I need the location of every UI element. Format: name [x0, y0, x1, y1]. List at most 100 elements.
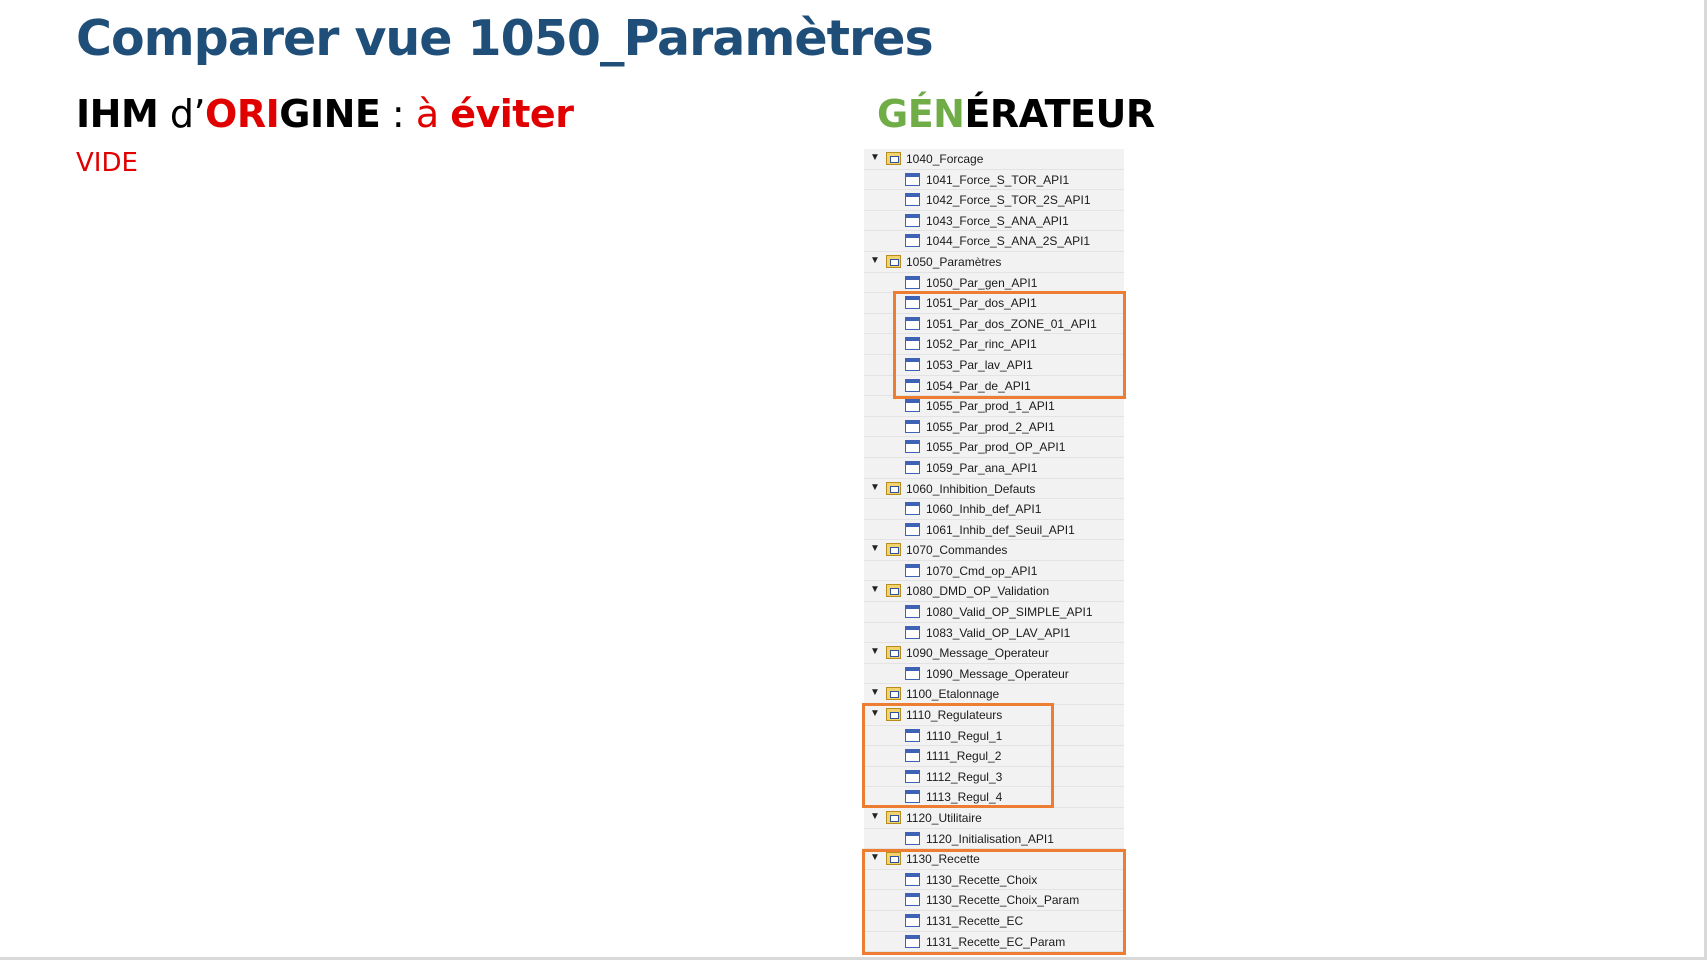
tree-item[interactable]: 1042_Force_S_TOR_2S_API1 — [864, 190, 1124, 211]
tree-item-label: 1059_Par_ana_API1 — [926, 460, 1038, 475]
tree-item-label: 1080_DMD_OP_Validation — [906, 584, 1050, 599]
tree-item[interactable]: 1130_Recette_Choix_Param — [864, 890, 1124, 911]
tree-item[interactable]: 1131_Recette_EC — [864, 911, 1124, 932]
tree-item-label: 1040_Forcage — [906, 152, 984, 166]
tree-item-label: 1130_Recette — [906, 852, 980, 867]
screen-icon — [905, 316, 920, 330]
tree-item-label: 1120_Initialisation_API1 — [926, 831, 1054, 846]
screen-icon — [905, 563, 920, 577]
left-heading-part-eviter: éviter — [450, 92, 574, 136]
left-heading-part-colon: : — [380, 92, 416, 136]
highlight-box-regulateurs — [862, 703, 1054, 808]
tree-item[interactable]: 1054_Par_de_API1 — [864, 376, 1124, 397]
screen-icon — [905, 172, 920, 186]
tree-folder[interactable]: ▼ 1060_Inhibition_Defauts — [864, 479, 1124, 500]
expand-arrow-icon[interactable]: ▼ — [870, 687, 880, 699]
tree-folder[interactable]: ▼1120_Utilitaire — [864, 808, 1124, 829]
screen-icon — [905, 440, 920, 454]
tree-item[interactable]: 1060_Inhib_def_API1 — [864, 499, 1124, 520]
tree-item-label: 1051_Par_dos_API1 — [926, 296, 1037, 311]
right-heading: GÉNÉRATEUR — [877, 92, 1155, 136]
tree-item[interactable]: 1043_Force_S_ANA_API1 — [864, 211, 1124, 232]
tree-item[interactable]: 1052_Par_rinc_API1 — [864, 334, 1124, 355]
tree-item-label: 1090_Message_Operateur — [926, 666, 1069, 681]
tree-item-label: 1100_Etalonnage — [906, 687, 1000, 702]
screen-icon — [905, 893, 920, 907]
tree-item-label: 1111_Regul_2 — [926, 749, 1002, 764]
expand-arrow-icon[interactable]: ▼ — [870, 708, 880, 720]
tree-item-label: 1060_Inhibition_Defauts — [906, 481, 1036, 496]
highlight-box-recette — [862, 849, 1126, 955]
tree-item-label: 1112_Regul_3 — [926, 769, 1003, 784]
left-heading-part-a: à — [415, 92, 451, 136]
screen-tree: ▼ 1040_Forcage 1041_Force_S_TOR_API1 1042_F… — [864, 149, 1124, 953]
tree-item[interactable]: 1111_Regul_2 — [864, 746, 1124, 767]
tree-folder[interactable]: ▼ 1130_Recette — [864, 849, 1124, 870]
expand-arrow-icon[interactable]: ▼ — [870, 852, 880, 864]
tree-item[interactable]: 1080_Valid_OP_SIMPLE_API1 — [864, 602, 1124, 623]
expand-arrow-icon[interactable]: ▼ — [870, 646, 880, 658]
tree-folder[interactable]: ▼1070_Commandes — [864, 540, 1124, 561]
screen-icon — [905, 749, 920, 763]
screen-icon — [905, 666, 920, 680]
tree-item-label: 1043_Force_S_ANA_API1 — [926, 213, 1069, 228]
tree-item-label: 1130_Recette_Choix_Param — [926, 893, 1080, 908]
tree-item[interactable]: 1044_Force_S_ANA_2S_API1 — [864, 231, 1124, 252]
slide-bottom-border — [0, 957, 1707, 960]
tree-item[interactable]: 1070_Cmd_op_API1 — [864, 561, 1124, 582]
tree-folder[interactable]: ▼ 1050_Paramètres — [864, 252, 1124, 273]
right-heading-part-erateur: ÉRATEUR — [964, 92, 1155, 136]
tree-item-label: 1130_Recette_Choix — [926, 872, 1038, 887]
tree-item[interactable]: 1083_Valid_OP_LAV_API1 — [864, 623, 1124, 644]
expand-arrow-icon[interactable]: ▼ — [870, 811, 880, 822]
expand-arrow-icon[interactable]: ▼ — [870, 584, 880, 596]
expand-arrow-icon[interactable]: ▼ — [870, 543, 880, 555]
screen-icon — [905, 337, 920, 351]
screen-icon — [905, 234, 920, 248]
tree-item[interactable]: 1061_Inhib_def_Seuil_API1 — [864, 520, 1124, 541]
screen-icon — [905, 790, 920, 804]
tree-item-label: 1110_Regul_1 — [926, 728, 1003, 743]
tree-item[interactable]: 1110_Regul_1 — [864, 726, 1124, 747]
tree-item-label: 1042_Force_S_TOR_2S_API1 — [926, 193, 1091, 208]
screen-icon — [905, 275, 920, 289]
tree-item[interactable]: 1059_Par_ana_API1 — [864, 458, 1124, 479]
tree-item-label: 1070_Cmd_op_API1 — [926, 563, 1038, 578]
tree-item[interactable]: 1131_Recette_EC_Param — [864, 932, 1124, 953]
tree-item[interactable]: 1055_Par_prod_1_API1 — [864, 396, 1124, 417]
screen-icon — [905, 913, 920, 927]
tree-item[interactable]: 1055_Par_prod_OP_API1 — [864, 437, 1124, 458]
folder-icon — [886, 481, 901, 495]
tree-item[interactable]: 1120_Initialisation_API1 — [864, 829, 1124, 850]
tree-folder[interactable]: ▼ 1100_Etalonnage — [864, 684, 1124, 706]
tree-item[interactable]: 1090_Message_Operateur — [864, 664, 1124, 685]
tree-item-label: 1113_Regul_4 — [926, 790, 1003, 805]
highlight-box-parametres — [893, 291, 1126, 399]
screen-icon — [905, 296, 920, 310]
left-heading-part-gine: GINE — [279, 92, 381, 136]
tree-item[interactable]: 1041_Force_S_TOR_API1 — [864, 170, 1124, 191]
tree-folder[interactable]: ▼1110_Regulateurs — [864, 705, 1124, 726]
tree-folder[interactable]: ▼ 1090_Message_Operateur — [864, 643, 1124, 664]
tree-item[interactable]: 1130_Recette_Choix — [864, 870, 1124, 891]
tree-item[interactable]: 1055_Par_prod_2_API1 — [864, 417, 1124, 438]
tree-item[interactable]: 1053_Par_lav_API1 — [864, 355, 1124, 376]
expand-arrow-icon[interactable]: ▼ — [870, 152, 880, 163]
expand-arrow-icon[interactable]: ▼ — [870, 481, 880, 493]
tree-item-label: 1090_Message_Operateur — [906, 646, 1049, 661]
tree-item[interactable]: 1112_Regul_3 — [864, 767, 1124, 788]
expand-arrow-icon[interactable]: ▼ — [870, 254, 880, 266]
tree-item-label: 1041_Force_S_TOR_API1 — [926, 172, 1070, 187]
screen-icon — [905, 502, 920, 516]
screen-icon — [905, 378, 920, 392]
slide-right-border — [1704, 0, 1707, 960]
tree-item-label: 1050_Par_gen_API1 — [926, 275, 1038, 290]
tree-folder[interactable]: ▼ 1080_DMD_OP_Validation — [864, 581, 1124, 603]
screen-icon — [905, 213, 920, 227]
tree-item[interactable]: 1051_Par_dos_API1 — [864, 293, 1124, 314]
tree-item[interactable]: 1051_Par_dos_ZONE_01_API1 — [864, 314, 1124, 335]
screen-icon — [905, 460, 920, 474]
tree-folder[interactable]: ▼ 1040_Forcage — [864, 149, 1124, 170]
tree-item-label: 1050_Paramètres — [906, 254, 1002, 269]
folder-icon — [886, 852, 901, 866]
